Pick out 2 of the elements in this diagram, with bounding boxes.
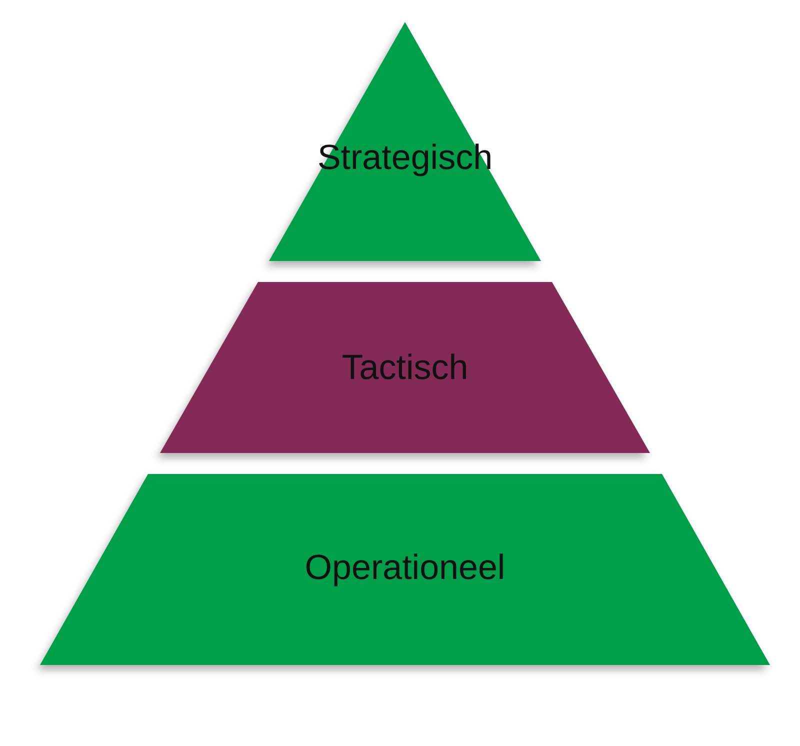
tier-label: Operationeel — [304, 548, 506, 588]
tier-label: Tactisch — [342, 348, 468, 388]
